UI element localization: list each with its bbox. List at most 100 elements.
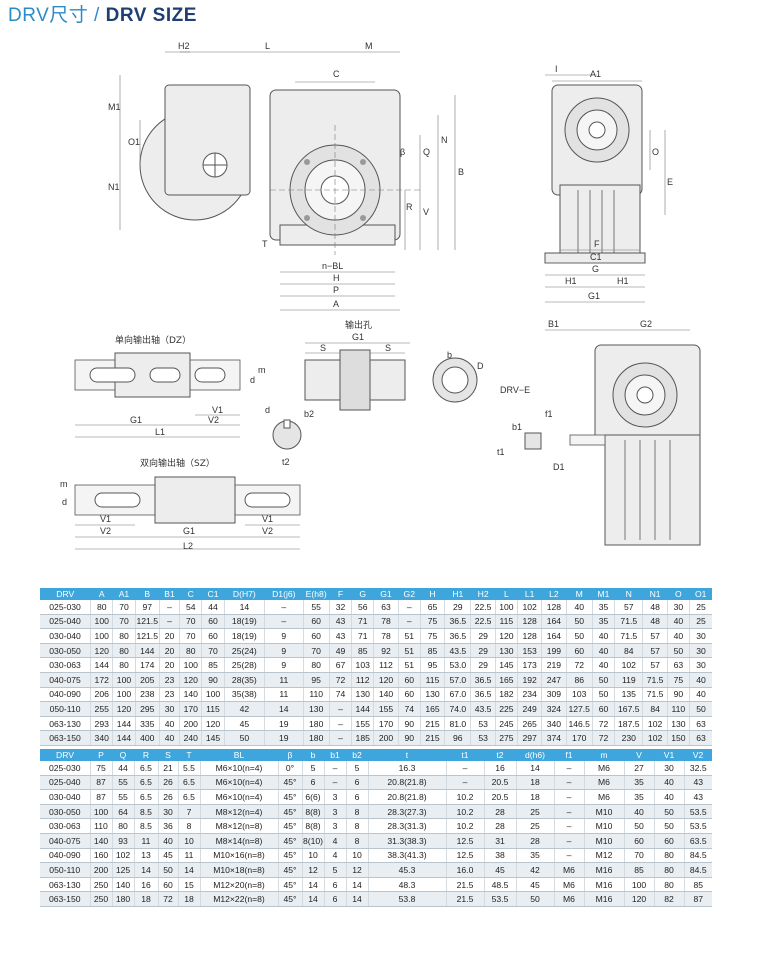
table2-header-13: t2 xyxy=(484,749,516,761)
title-en: DRV SIZE xyxy=(105,5,197,26)
table-cell: 025-030 xyxy=(40,600,91,615)
table-cell: 180 xyxy=(111,891,134,907)
table-cell: – xyxy=(264,600,304,615)
label-l1: L1 xyxy=(155,427,165,437)
table-cell: 70 xyxy=(179,628,202,644)
table-cell: 97 xyxy=(134,600,160,615)
table-cell: 19 xyxy=(264,716,304,732)
table-cell: 74.0 xyxy=(444,701,471,717)
table1-header-15: H1 xyxy=(444,588,471,600)
table-cell: 10.2 xyxy=(445,789,484,805)
table-cell: 102 xyxy=(642,716,668,732)
table-cell: 173 xyxy=(516,657,542,673)
table-cell: 72 xyxy=(591,716,615,732)
table-cell: 40 xyxy=(158,716,180,732)
table-cell: 72 xyxy=(565,657,593,673)
table-cell: 8(10) xyxy=(301,833,324,849)
table-cell: 50 xyxy=(666,643,690,659)
table-cell: 18 xyxy=(515,775,554,791)
table-cell: 11 xyxy=(264,672,304,688)
table-cell: 6 xyxy=(301,775,324,791)
table-cell: 40 xyxy=(591,643,615,659)
table-cell: 3 xyxy=(323,789,346,805)
table-cell: M6 xyxy=(553,862,584,878)
table-cell: 86 xyxy=(565,672,593,688)
table-cell: 30 xyxy=(158,701,180,717)
table-cell: 309 xyxy=(541,687,567,703)
table-cell: – xyxy=(553,818,584,834)
label-g1: G1 xyxy=(588,291,600,301)
table1-header-21: M1 xyxy=(592,588,615,600)
table-cell: 5 xyxy=(301,761,324,776)
table-cell: 170 xyxy=(179,701,202,717)
table-cell: 165 xyxy=(494,672,518,688)
table-cell: 75 xyxy=(419,614,445,630)
table2-header-5: T xyxy=(178,749,200,761)
label-i: I xyxy=(555,64,558,74)
table-cell: M6×10(n=4) xyxy=(199,761,278,776)
table-cell: 50 xyxy=(623,818,654,834)
table-cell: 87 xyxy=(683,891,712,907)
table-cell: 80 xyxy=(179,643,202,659)
table1-header-19: L2 xyxy=(541,588,567,600)
table-cell: 71.5 xyxy=(614,614,643,630)
table-cell: 85 xyxy=(683,877,712,893)
table2-header-1: P xyxy=(90,749,112,761)
table-cell: 8 xyxy=(177,818,200,834)
table-cell: 45° xyxy=(277,862,302,878)
table-cell: 040-075 xyxy=(40,672,91,688)
table-cell: 35(38) xyxy=(223,687,265,703)
table-cell: – xyxy=(553,789,584,805)
label-l: L xyxy=(265,41,270,51)
table-cell: 146.5 xyxy=(565,716,593,732)
table-cell: 205 xyxy=(134,672,160,688)
table-cell: 6(6) xyxy=(301,789,324,805)
table-cell: 050-110 xyxy=(40,862,90,878)
label-g1-sz: G1 xyxy=(183,526,195,536)
table-cell: 50 xyxy=(565,614,593,630)
label-o: O xyxy=(652,147,659,157)
table1-header-12: G1 xyxy=(373,588,399,600)
label-v1-sz-r: V1 xyxy=(262,514,273,524)
table-cell: 50 xyxy=(688,701,712,717)
table-cell: 48 xyxy=(642,614,668,630)
table-cell: 45° xyxy=(277,877,302,893)
table-cell: 100 xyxy=(112,672,136,688)
table-cell: 12 xyxy=(345,862,368,878)
table-cell: 6.5 xyxy=(133,789,158,805)
table-cell: 50 xyxy=(223,730,265,746)
table-cell: 48 xyxy=(642,600,668,615)
table-cell: 53.0 xyxy=(444,657,471,673)
table1-header-14: H xyxy=(420,588,445,600)
table-cell: 040-090 xyxy=(40,687,91,703)
table-cell: M6 xyxy=(583,761,624,776)
table-cell: 63 xyxy=(373,600,399,615)
table-cell: 72 xyxy=(591,730,615,746)
table1-header-17: L xyxy=(495,588,518,600)
table-cell: 14 xyxy=(177,862,200,878)
table-cell: 70 xyxy=(179,614,202,630)
table-cell: 80 xyxy=(111,818,134,834)
table-cell: 30 xyxy=(653,761,684,776)
table-cell: 90 xyxy=(397,730,421,746)
table-cell: – xyxy=(553,761,584,776)
table-cell: 53.8 xyxy=(367,891,446,907)
label-t: T xyxy=(262,239,268,249)
table1-header-10: F xyxy=(329,588,352,600)
table2-header-12: t1 xyxy=(446,749,484,761)
table-cell: 29 xyxy=(470,657,496,673)
table-cell: 10 xyxy=(345,848,368,864)
table-cell: 144 xyxy=(112,716,136,732)
table-cell: 9 xyxy=(264,628,304,644)
table-cell: 90 xyxy=(397,716,421,732)
table-cell: 71 xyxy=(351,614,374,630)
table-cell: 21.5 xyxy=(445,891,484,907)
